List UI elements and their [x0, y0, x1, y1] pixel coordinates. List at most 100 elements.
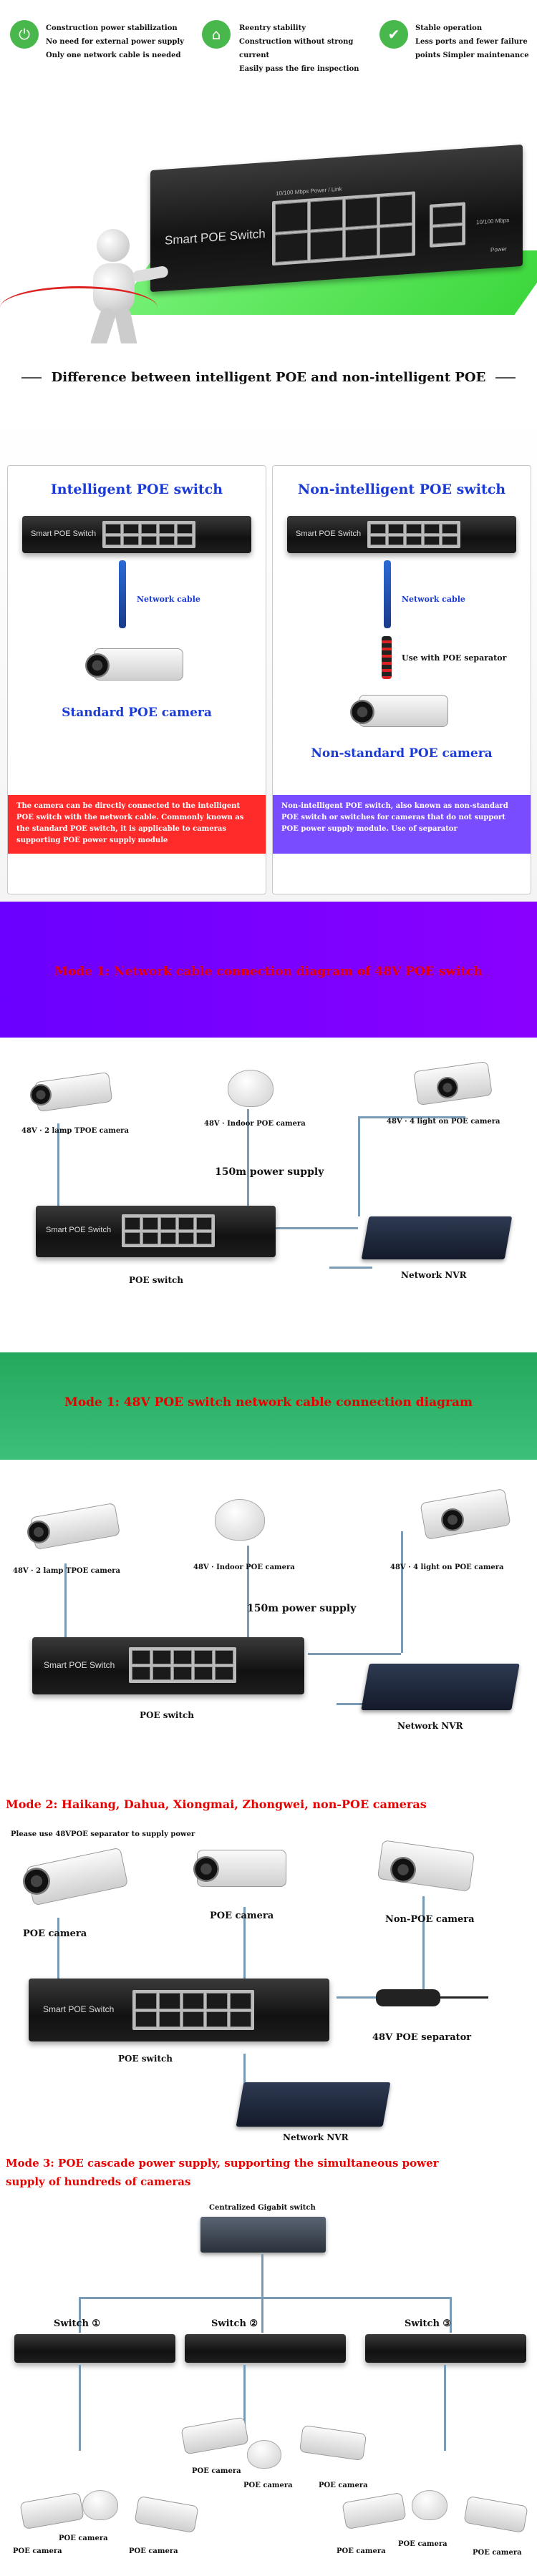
feature-text: No need for external power supply	[46, 38, 184, 46]
camera-label: POE camera	[473, 2549, 522, 2557]
difference-header: Difference between intelligent POE and n…	[0, 343, 537, 415]
switch-caption: POE switch	[118, 2054, 173, 2064]
feature-col-3: Stable operation Less ports and fewer fa…	[415, 21, 537, 62]
camera-graphic	[247, 2440, 281, 2469]
mode1-purple-header: Mode 1: Network cable connection diagram…	[0, 902, 537, 1038]
camera-label: POE camera	[337, 2547, 386, 2555]
feature-text: points Simpler maintenance	[415, 52, 529, 59]
diagram-2: 48V · 2 lamp TPOE camera 48V · Indoor PO…	[0, 1460, 537, 1782]
camera-3-label: 48V · 4 light on POE camera	[387, 1118, 500, 1126]
cascade-switch-3	[365, 2334, 526, 2363]
camera-lens	[85, 653, 110, 678]
mode2-switch: Smart POE Switch	[29, 1979, 329, 2041]
camera-lens	[23, 1868, 50, 1895]
camera-graphic	[180, 2416, 249, 2455]
mode3-title-1: Mode 3: POE cascade power supply, suppor…	[6, 2157, 439, 2170]
comparison: Intelligent POE switch Smart POE Switch …	[0, 415, 537, 902]
camera-lens	[390, 1857, 416, 1883]
central-switch-label: Centralized Gigabit switch	[209, 2204, 316, 2212]
mode2-subtitle: Please use 48VPOE separator to supply po…	[11, 1830, 195, 1838]
switch-label: Smart POE Switch	[46, 1226, 112, 1234]
hero-switch: Smart POE Switch 10/100 Mbps Power / Lin…	[150, 144, 523, 293]
camera-label: POE camera	[13, 2547, 62, 2555]
camera-graphic	[299, 2424, 367, 2462]
camera-3-label: 48V · 4 light on POE camera	[390, 1563, 504, 1571]
camera-graphic	[463, 2495, 528, 2534]
intelligent-title: Intelligent POE switch	[50, 482, 223, 497]
house-icon: ⌂	[202, 20, 231, 49]
intelligent-switch: Smart POE Switch	[22, 516, 251, 553]
nvr-graphic	[236, 2082, 391, 2127]
hero-uplink-ports	[430, 202, 465, 248]
mode1-purple-title: Mode 1: Network cable connection diagram…	[54, 965, 483, 979]
separator-graphic	[376, 1989, 440, 2006]
diagram-2-switch: Smart POE Switch	[32, 1637, 304, 1694]
camera-label: POE camera	[319, 2482, 368, 2489]
separator-label: Use with POE separator	[402, 653, 507, 663]
switch-3-label: Switch ③	[405, 2318, 452, 2329]
camera-lens	[193, 1856, 219, 1882]
camera-1-label: POE camera	[23, 1928, 87, 1939]
central-switch-graphic	[200, 2217, 326, 2253]
feature-col-1: Construction power stabilization No need…	[46, 21, 189, 62]
cable-label: Network cable	[137, 595, 200, 604]
camera-lens	[30, 1084, 52, 1106]
camera-label: Non-standard POE camera	[311, 746, 493, 761]
camera-label: POE camera	[59, 2534, 108, 2542]
non-intelligent-switch: Smart POE Switch	[287, 516, 516, 553]
mode2-title: Mode 2: Haikang, Dahua, Xiongmai, Zhongw…	[6, 1797, 427, 1811]
ports	[122, 1214, 215, 1247]
wrench-icon: ✔	[379, 20, 408, 49]
camera-1-label: 48V · 2 lamp TPOE camera	[21, 1127, 129, 1135]
switch-label: Smart POE Switch	[296, 530, 362, 538]
camera-lens	[27, 1521, 50, 1543]
non-intelligent-panel: Non-intelligent POE switch Smart POE Swi…	[272, 465, 531, 894]
camera-graphic	[359, 695, 448, 727]
difference-title: Difference between intelligent POE and n…	[51, 370, 486, 385]
network-cable-graphic	[384, 560, 391, 628]
camera-graphic	[134, 2495, 199, 2534]
nvr-caption: Network NVR	[283, 2132, 349, 2142]
switch-2-label: Switch ②	[211, 2318, 258, 2329]
camera-label: POE camera	[192, 2467, 241, 2475]
camera-graphic	[412, 2490, 448, 2520]
mode-2: Mode 2: Haikang, Dahua, Xiongmai, Zhongw…	[0, 1782, 537, 2154]
separator-label: 48V POE separator	[372, 2032, 472, 2043]
power-label: Power	[490, 245, 507, 253]
cascade-switch-1	[14, 2334, 175, 2363]
cable-label: Network cable	[402, 595, 465, 604]
camera-graphic	[342, 2492, 407, 2530]
note-text: The camera can be directly connected to …	[16, 802, 244, 844]
switch-caption: POE switch	[140, 1710, 195, 1720]
switch-label: Smart POE Switch	[44, 1660, 115, 1670]
network-cable-graphic	[119, 560, 126, 628]
camera-label: Standard POE camera	[62, 706, 212, 720]
feature-text: Stable operation	[415, 24, 483, 32]
diagram-1: 48V · 2 lamp TPOE camera 48V · Indoor PO…	[0, 1038, 537, 1352]
non-intelligent-title: Non-intelligent POE switch	[297, 482, 506, 497]
switch-label: Smart POE Switch	[31, 530, 97, 538]
cascade-switch-2	[185, 2334, 346, 2363]
switch-caption: POE switch	[129, 1275, 184, 1285]
hero-ports	[272, 191, 415, 266]
switch-label: Smart POE Switch	[165, 226, 266, 248]
nvr-graphic	[361, 1664, 520, 1710]
nvr-caption: Network NVR	[401, 1270, 467, 1280]
camera-3-graphic	[420, 1488, 511, 1541]
power-supply-label: 150m power supply	[215, 1166, 324, 1178]
feature-text: Reentry stability	[239, 24, 306, 32]
divider-right	[495, 377, 516, 379]
port-label: 10/100 Mbps Power / Link	[276, 185, 342, 197]
camera-lens	[350, 700, 374, 724]
camera-2-graphic	[215, 1499, 265, 1541]
ports	[367, 521, 460, 548]
ports	[129, 1647, 236, 1683]
camera-lens	[437, 1077, 458, 1098]
camera-graphic	[82, 2490, 118, 2520]
non-intelligent-note: Non-intelligent POE switch, also known a…	[273, 795, 531, 854]
feature-text: Only one network cable is needed	[46, 52, 181, 59]
camera-2-label: POE camera	[210, 1911, 274, 1921]
hero: Smart POE Switch 10/100 Mbps Power / Lin…	[0, 79, 537, 352]
camera-1-label: 48V · 2 lamp TPOE camera	[13, 1567, 120, 1575]
camera-label: POE camera	[398, 2540, 448, 2548]
